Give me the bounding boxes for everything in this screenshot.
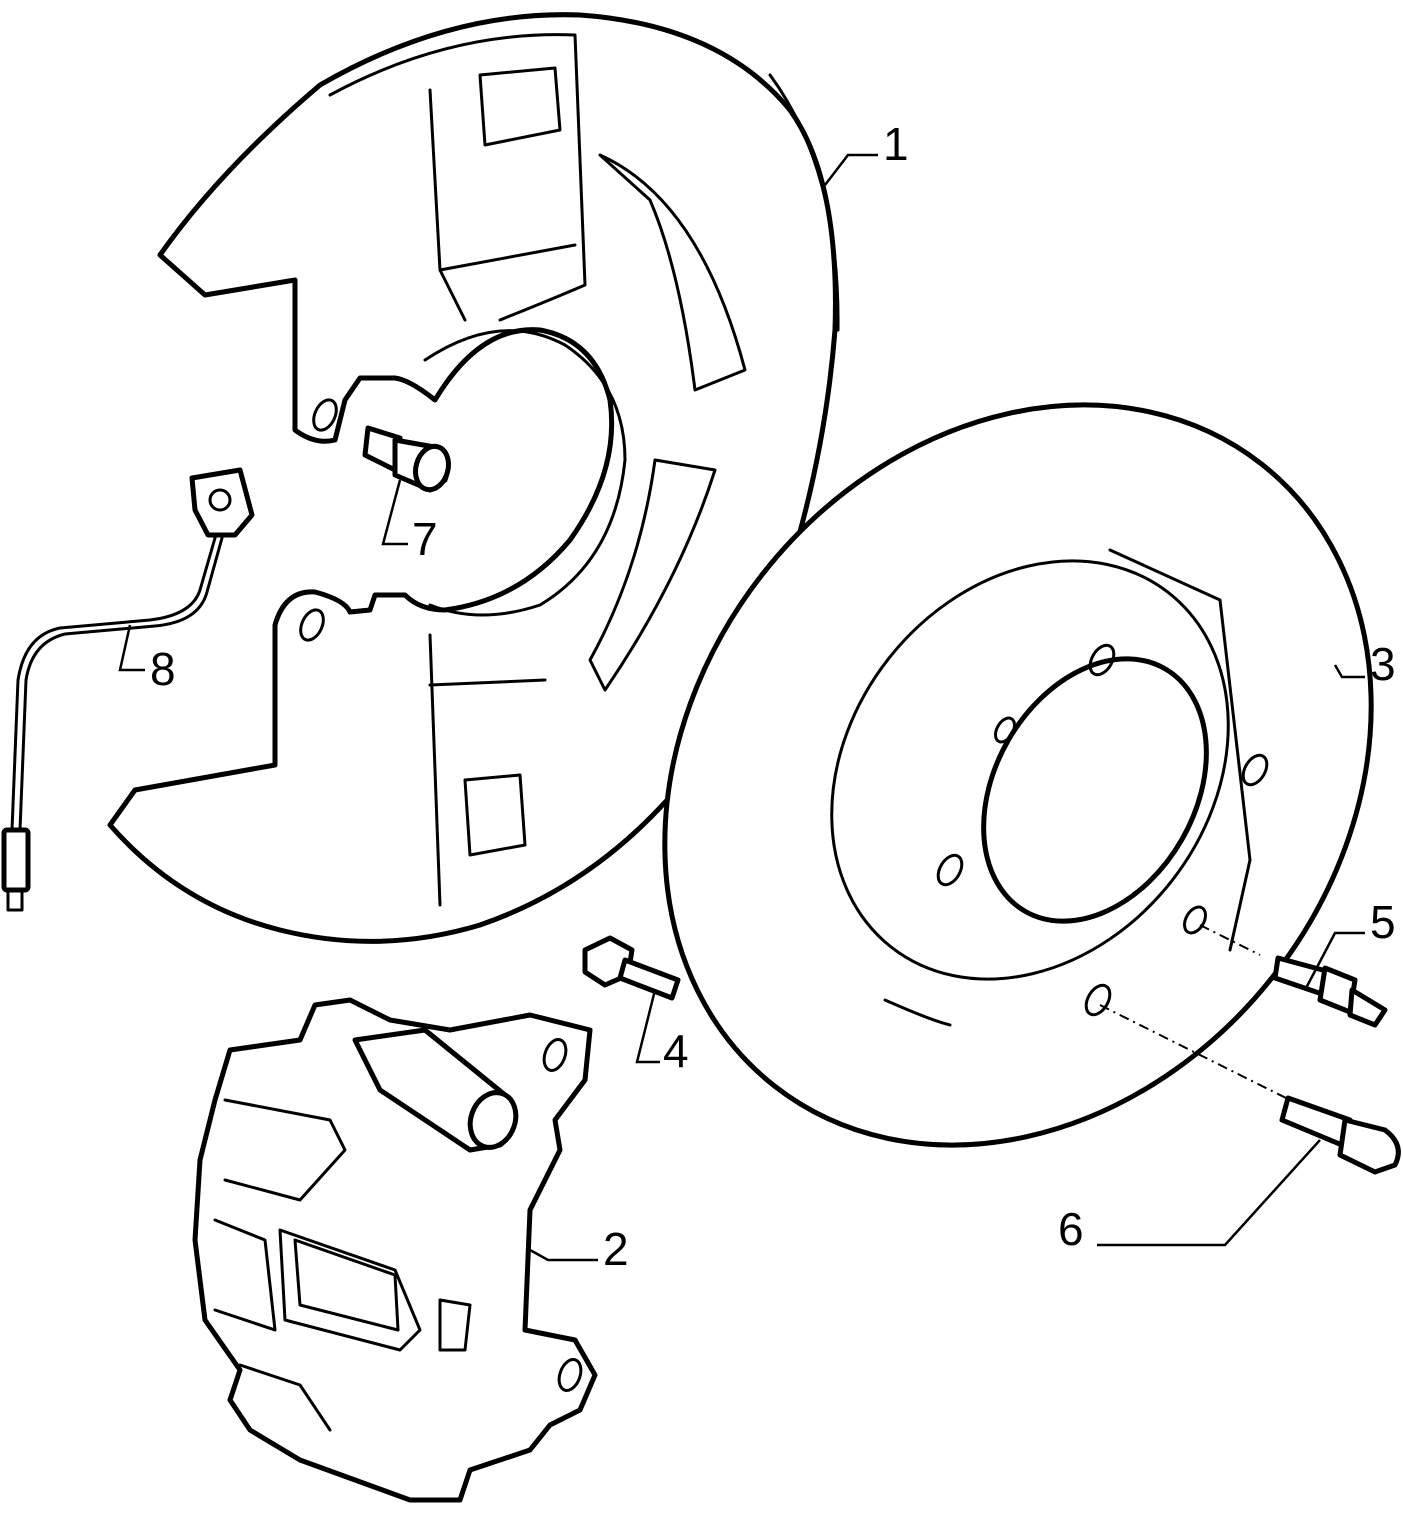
- disc-screw-axis: [1099, 1004, 1291, 1101]
- callout-3: 3: [1370, 638, 1396, 690]
- leader-lines: [118, 153, 1365, 1262]
- leader-5: [1303, 931, 1365, 991]
- wear-sensor-cable[interactable]: [1, 467, 255, 912]
- leader-1: [824, 153, 878, 186]
- brake-caliper[interactable]: [192, 997, 598, 1503]
- disc-screw[interactable]: [1279, 1095, 1401, 1175]
- leader-4: [635, 989, 660, 1064]
- callout-4: 4: [663, 1025, 689, 1077]
- leader-6: [1097, 1139, 1321, 1247]
- bleed-screw[interactable]: [1272, 955, 1388, 1028]
- brake-disc[interactable]: [519, 264, 1403, 1287]
- callout-5: 5: [1370, 896, 1396, 948]
- callout-1: 1: [883, 118, 909, 170]
- callout-6: 6: [1058, 1203, 1084, 1255]
- leader-3: [1333, 664, 1365, 679]
- caliper-guide-bolt[interactable]: [582, 935, 681, 1001]
- leader-7: [381, 479, 408, 546]
- dust-shield[interactable]: [107, 12, 840, 944]
- callout-2: 2: [603, 1223, 629, 1275]
- callout-labels: 1 2 3 4 5 6 7 8: [150, 118, 1396, 1275]
- callout-7: 7: [412, 513, 438, 565]
- callout-8: 8: [150, 643, 176, 695]
- leader-2: [529, 1248, 598, 1262]
- leader-8: [118, 624, 145, 672]
- shield-bolt[interactable]: [362, 425, 453, 493]
